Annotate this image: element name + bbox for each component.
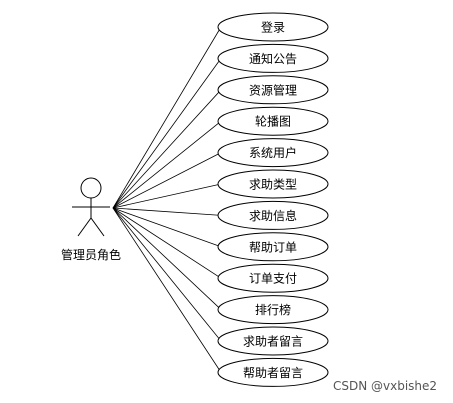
- use-case: 通知公告: [217, 43, 329, 73]
- association-lines: [112, 26, 222, 373]
- use-case: 求助者留言: [217, 326, 329, 356]
- use-case-label: 资源管理: [249, 82, 297, 97]
- use-case-label: 求助类型: [249, 178, 297, 192]
- use-case-ellipse: [217, 12, 329, 42]
- use-case: 系统用户: [217, 138, 329, 168]
- use-case: 求助信息: [217, 200, 329, 230]
- use-case-ellipse: [217, 169, 329, 199]
- use-case-label: 帮助者留言: [243, 366, 303, 380]
- use-case-label: 排行榜: [255, 302, 291, 317]
- use-case-label: 系统用户: [249, 145, 297, 160]
- actor-figure: 管理员角色: [61, 177, 121, 262]
- use-case-ellipse: [217, 232, 329, 262]
- use-case-ellipse: [217, 75, 329, 105]
- use-case-ellipse: [217, 357, 329, 387]
- use-case-label: 帮助订单: [249, 240, 297, 254]
- actor-right-leg: [90, 217, 105, 237]
- association-line: [112, 207, 222, 279]
- actor-left-leg: [77, 217, 92, 237]
- actor-head: [80, 177, 102, 199]
- use-case-ellipse: [217, 106, 329, 136]
- use-case-ellipse: [217, 43, 329, 73]
- association-line: [112, 207, 222, 248]
- actor-label: 管理员角色: [61, 247, 121, 262]
- association-line: [112, 207, 222, 216]
- association-line: [112, 58, 222, 209]
- use-case: 帮助订单: [217, 232, 329, 262]
- association-line: [112, 120, 222, 209]
- use-case: 资源管理: [217, 75, 329, 105]
- use-case: 轮播图: [217, 106, 329, 136]
- use-case-label: 轮播图: [255, 115, 291, 129]
- use-case-ellipse: [217, 200, 329, 230]
- association-line: [112, 26, 222, 209]
- association-line: [112, 183, 222, 209]
- use-case-label: 通知公告: [249, 52, 297, 66]
- use-case-ellipse: [217, 138, 329, 168]
- use-case-label: 求助者留言: [243, 335, 303, 349]
- association-line: [112, 207, 222, 373]
- use-case-ellipse: [217, 263, 329, 293]
- use-case-ellipse: [217, 326, 329, 356]
- use-case: 订单支付: [217, 263, 329, 293]
- use-case: 登录: [217, 12, 329, 42]
- use-case: 帮助者留言: [217, 357, 329, 387]
- use-case-list: 登录通知公告资源管理轮播图系统用户求助类型求助信息帮助订单订单支付排行榜求助者留…: [217, 12, 329, 387]
- association-line: [112, 89, 222, 209]
- use-case-label: 登录: [261, 20, 285, 35]
- use-case-label: 求助信息: [249, 208, 297, 223]
- association-line: [112, 207, 222, 310]
- watermark: CSDN @vxbishe2: [333, 379, 438, 393]
- use-case-label: 订单支付: [249, 272, 297, 286]
- association-line: [112, 152, 222, 209]
- use-case: 求助类型: [217, 169, 329, 199]
- association-line: [112, 207, 222, 342]
- use-case-ellipse: [217, 295, 329, 325]
- use-case: 排行榜: [217, 295, 329, 325]
